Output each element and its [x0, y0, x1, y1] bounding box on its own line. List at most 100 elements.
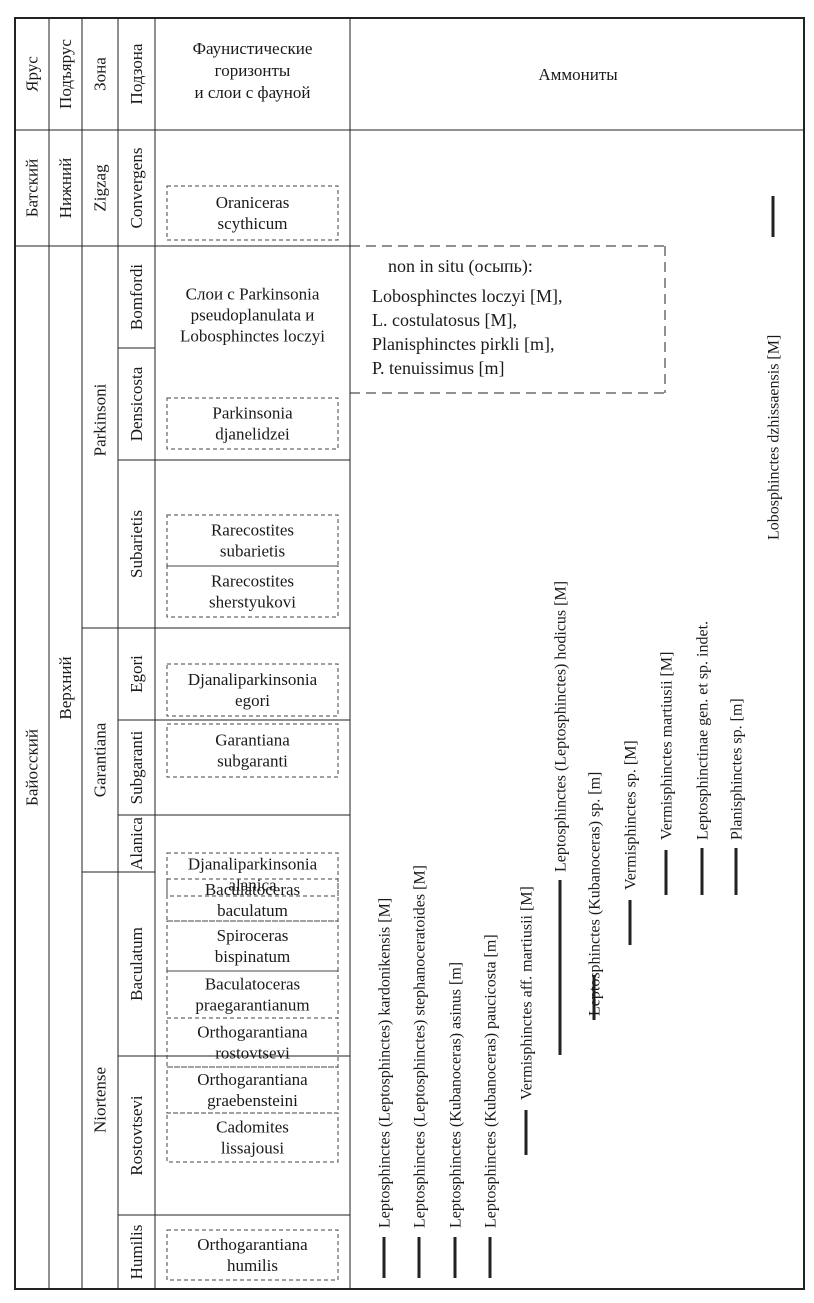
non-in-situ-item: P. tenuissimus [m]: [372, 358, 505, 378]
faunal-horizon-line: djanelidzei: [215, 425, 290, 444]
faunal-horizon-line: pseudoplanulata и: [191, 306, 315, 325]
faunal-horizon-line: Parkinsonia: [212, 404, 293, 423]
ammonite-range: Vermisphinctes aff. martiusii [M]: [519, 886, 536, 1155]
zone-label: Parkinsoni: [91, 383, 110, 456]
faunal-horizon-line: Spiroceras: [217, 926, 289, 945]
subzone-label: Baculatum: [127, 927, 146, 1001]
header-subzone: Подзона: [127, 43, 146, 104]
ammonite-ranges: Leptosphinctes (Leptosphinctes) kardonik…: [377, 196, 783, 1278]
dashed-box: [166, 514, 339, 567]
taxon-label: Vermisphinctes sp. [M]: [623, 740, 640, 890]
faunal-horizon-box: Rarecostites subarietis: [166, 514, 339, 567]
taxon-label: Leptosphinctes (Leptosphinctes) hodicus …: [553, 581, 570, 872]
dashed-box: [166, 1112, 339, 1163]
non-in-situ-item: Lobosphinctes loczyi [M],: [372, 286, 562, 306]
non-in-situ-title: non in situ (осыпь):: [388, 256, 533, 277]
table-frame: [14, 17, 805, 1290]
dashed-box: [166, 397, 339, 450]
faunal-horizon-line: Слои с Parkinsonia: [186, 285, 320, 304]
zone-label: Niortense: [91, 1067, 110, 1133]
faunal-horizon-line: alanica: [228, 876, 277, 895]
faunal-horizon-box: Baculatoceras baculatum: [166, 878, 339, 922]
faunal-horizon-line: Orthogarantiana: [197, 1070, 308, 1089]
faunal-horizon-line: Rarecostites: [211, 572, 294, 591]
taxon-label: Vermisphinctes aff. martiusii [M]: [519, 886, 536, 1100]
header-fauna-line: и слои с фауной: [195, 83, 311, 102]
non-in-situ-item: Planisphinctes pirkli [m],: [372, 334, 554, 354]
dashed-box: [166, 663, 339, 717]
faunal-layer-note: Слои с Parkinsonia pseudoplanulata и Lobos…: [180, 285, 325, 346]
ammonite-range: Vermisphinctes sp. [M]: [623, 740, 640, 945]
faunal-horizon-line: egori: [235, 691, 270, 710]
subzone-label: Bomfordi: [127, 264, 146, 330]
header-stage: Ярус: [23, 56, 42, 92]
ammonite-range: Leptosphinctinae gen. et sp. indet.: [695, 621, 712, 895]
faunal-horizon-line: Orthogarantiana: [197, 1023, 308, 1042]
subzone-label: Convergens: [127, 148, 146, 229]
taxon-label: Lobosphinctes dzhissaensis [M]: [766, 335, 783, 540]
zone-label: Zigzag: [91, 164, 110, 212]
faunal-horizon-line: baculatum: [217, 901, 288, 920]
subzone-label: Humilis: [127, 1225, 146, 1280]
subzone-label: Subarietis: [127, 510, 146, 578]
taxon-label: Leptosphinctes (Kubanoceras) paucicosta …: [483, 934, 500, 1228]
subzone-label: Rostovtsevi: [127, 1095, 146, 1176]
faunal-horizon-box: Baculatoceras praegarantianum: [166, 970, 339, 1019]
header-ammonites: Аммониты: [538, 65, 618, 84]
header-zone: Зона: [91, 57, 110, 91]
faunal-horizon-line: praegarantianum: [195, 996, 309, 1015]
faunal-horizon-line: Cadomites: [216, 1118, 289, 1137]
faunal-horizon-line: Garantiana: [215, 731, 290, 750]
faunal-horizon-line: Lobosphinctes loczyi: [180, 327, 325, 346]
faunal-horizon-line: Baculatoceras: [205, 975, 300, 994]
subzone-label: Densicosta: [127, 366, 146, 441]
dashed-box: [166, 878, 339, 922]
faunal-horizon-box: Orthogarantiana rostovtsevi: [166, 1017, 339, 1068]
taxon-label: Leptosphinctes (Kubanoceras) sp. [m]: [587, 772, 604, 1016]
ammonite-range: Leptosphinctes (Leptosphinctes) hodicus …: [553, 581, 570, 1055]
faunal-horizon-line: subarietis: [220, 542, 285, 561]
non-in-situ-item: L. costulatosus [M],: [372, 310, 517, 330]
ammonite-range: Leptosphinctes (Kubanoceras) sp. [m]: [587, 772, 604, 1020]
faunal-horizon-line: subgaranti: [217, 752, 288, 771]
faunal-horizon-line: bispinatum: [215, 947, 291, 966]
faunal-horizon-line: humilis: [227, 1256, 278, 1275]
faunal-horizon-box: Oraniceras scythicum: [166, 185, 339, 241]
faunal-horizon-line: sherstyukovi: [209, 593, 296, 612]
faunal-horizon-line: Baculatoceras: [205, 880, 300, 899]
faunal-horizon-box: Parkinsonia djanelidzei: [166, 397, 339, 450]
ammonite-range: Leptosphinctes (Kubanoceras) asinus [m]: [448, 962, 465, 1278]
faunal-horizon-line: Orthogarantiana: [197, 1235, 308, 1254]
faunal-horizon-line: scythicum: [218, 214, 288, 233]
non-in-situ-box: non in situ (осыпь): Lobosphinctes loczyi…: [350, 245, 666, 394]
faunal-horizon-line: rostovtsevi: [215, 1044, 290, 1063]
faunal-horizon-line: Djanaliparkinsonia: [188, 855, 318, 874]
ammonite-range: Vermisphinctes martiusii [M]: [659, 652, 676, 895]
taxon-label: Planisphinctes sp. [m]: [729, 698, 746, 840]
header-fauna-line: горизонты: [215, 61, 291, 80]
header-fauna-line: Фаунистические: [193, 39, 313, 58]
subzone-label: Egori: [127, 655, 146, 693]
faunal-horizon-line: graebensteini: [207, 1091, 298, 1110]
dashed-box: [166, 565, 339, 618]
subzone-label: Alanica: [127, 817, 146, 870]
subzone-column: ConvergensBomfordiDensicostaSubarietisEg…: [118, 148, 350, 1280]
ammonite-range: Leptosphinctes (Kubanoceras) paucicosta …: [483, 934, 500, 1278]
dashed-box: [166, 723, 339, 778]
taxon-label: Leptosphinctes (Leptosphinctes) kardonik…: [377, 898, 394, 1228]
outer-border: [14, 17, 805, 1290]
faunal-horizon-line: Oraniceras: [216, 193, 290, 212]
substage-label: Нижний: [56, 158, 75, 218]
dashed-box: [166, 1017, 339, 1068]
faunal-horizon-box: Orthogarantiana humilis: [166, 1229, 339, 1281]
faunal-horizon-line: Rarecostites: [211, 521, 294, 540]
zone-label: Garantiana: [91, 722, 110, 797]
ammonite-range: Leptosphinctes (Leptosphinctes) kardonik…: [377, 898, 394, 1278]
subzone-label: Subgaranti: [127, 730, 146, 804]
